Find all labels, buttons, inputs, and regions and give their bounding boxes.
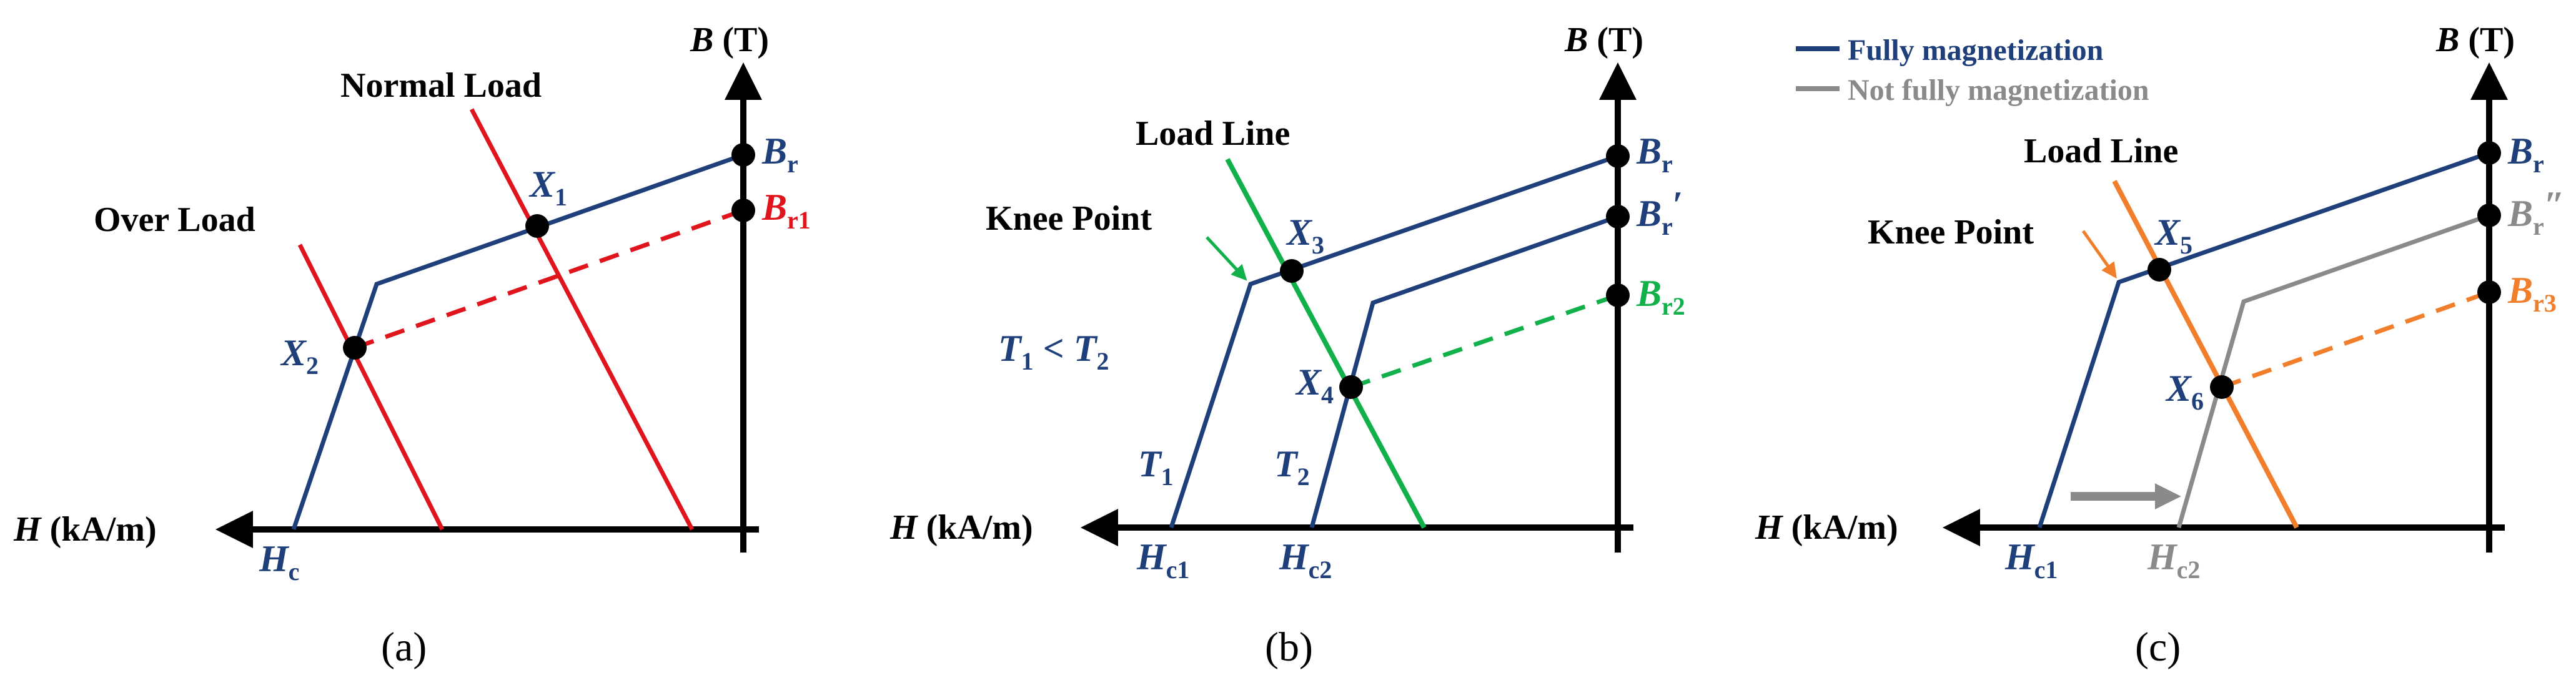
panel-c: Fully magnetization Not fully magnetizat… [1755,21,2565,670]
x5-label: X5 [2154,212,2192,259]
normal-load-label: Normal Load [340,66,542,105]
load-line-label: Load Line [1136,114,1290,153]
knee-point-label: Knee Point [1868,213,2034,252]
caption-a: (a) [381,624,427,670]
legend-not-full-label: Not fully magnetization [1848,74,2149,107]
br-dprime-label: Br″ [2507,184,2565,240]
load-line [1225,158,1427,529]
recoil-line [2221,290,2490,390]
caption-c: (c) [2135,624,2181,670]
br-prime-label: Br′ [1636,184,1683,240]
knee-point-label: Knee Point [986,199,1152,238]
hc2-label: Hc2 [1279,536,1332,584]
point-x5 [2147,258,2171,282]
b-axis-label: B(T) [2435,21,2515,59]
hc1-label: Hc1 [1136,536,1189,584]
over-load-label: Over Load [94,200,255,239]
h-axis-label: H(kA/m) [1755,508,1898,547]
br-label: Br [761,130,798,178]
point-br2 [1606,283,1630,307]
knee-arrow [2081,230,2117,279]
point-br1 [731,199,755,222]
demag-curve [291,152,745,531]
hc-label: Hc [259,538,299,586]
point-br-prime [1606,205,1630,229]
h-axis-label: H(kA/m) [13,510,157,549]
br-label: Br [1636,130,1673,178]
knee-arrow [1206,236,1247,281]
t2-label: T2 [1274,443,1310,491]
t-relation-label: T1 < T2 [998,328,1109,375]
point-x3 [1280,259,1304,283]
curve-t2 [1309,214,1619,528]
b-axis-label: B(T) [1564,21,1643,59]
x6-label: X6 [2165,368,2204,415]
h-axis-label: H(kA/m) [889,508,1033,547]
panel-a: B(T) H(kA/m) Normal Load Over Load X1 X2… [13,21,811,670]
point-br3 [2477,280,2501,304]
x4-label: X4 [1295,361,1334,409]
load-line-label: Load Line [2024,132,2178,170]
t1-label: T1 [1138,443,1174,491]
x1-label: X1 [528,164,567,211]
point-x1 [525,214,549,238]
curve-not-full [2176,213,2490,528]
panel-b: B(T) H(kA/m) Load Line Knee Point T1 < T… [889,21,1685,670]
point-br-dprime [2477,204,2501,227]
over-load-line [297,243,445,531]
br-label: Br [2507,130,2544,178]
point-br [1606,144,1630,168]
x2-label: X2 [280,332,319,380]
recoil-line [354,208,745,350]
br3-label: Br3 [2507,270,2557,317]
point-x4 [1339,375,1363,399]
br2-label: Br2 [1636,273,1685,320]
hc2-label: Hc2 [2147,536,2200,584]
point-x6 [2210,375,2234,399]
normal-load-line [469,108,695,531]
hc1-label: Hc1 [2004,536,2058,584]
br1-label: Br1 [761,187,811,234]
point-x2 [343,336,367,360]
recoil-line [1350,293,1619,390]
curve-full [2037,150,2490,529]
caption-b: (b) [1265,624,1313,670]
load-line [2112,180,2299,529]
point-br [2477,141,2501,165]
x3-label: X3 [1286,212,1324,259]
b-axis-label: B(T) [690,21,769,59]
point-br [731,143,755,167]
curve-t1 [1169,154,1619,529]
legend-full-label: Fully magnetization [1848,34,2103,67]
